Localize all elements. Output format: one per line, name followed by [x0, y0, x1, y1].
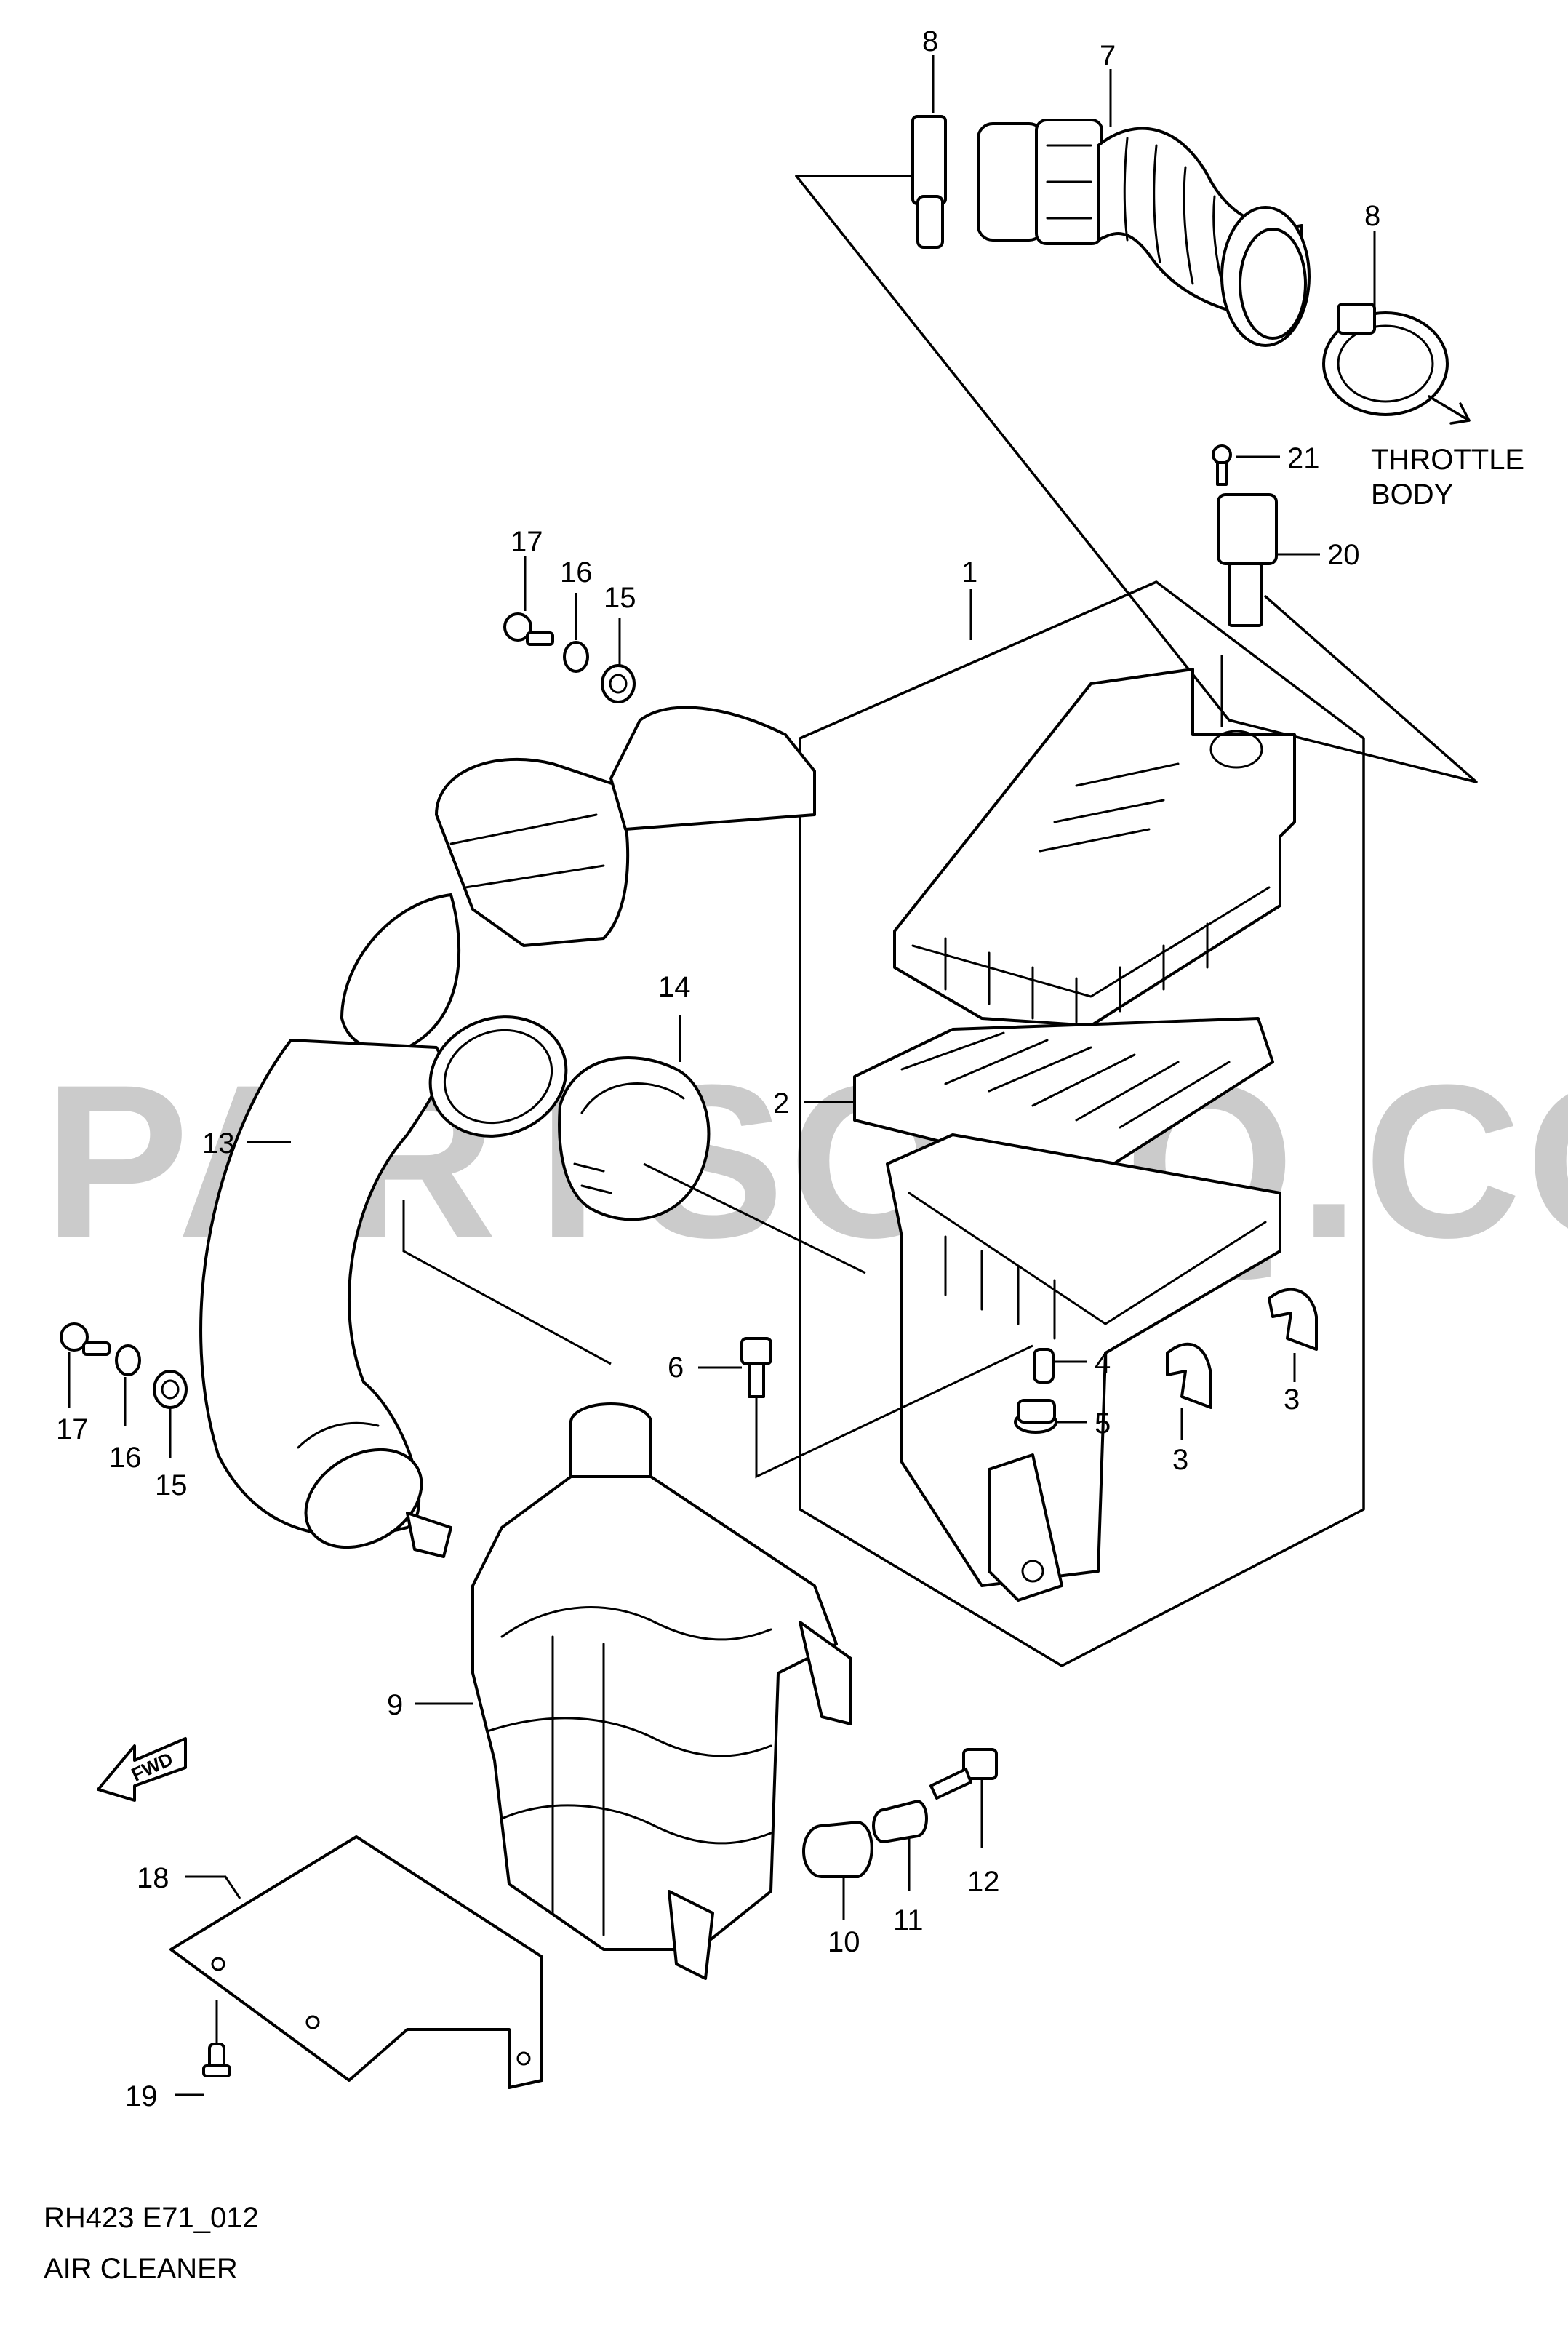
bracket-part-3-right	[1268, 1288, 1318, 1351]
hose-clamp-part-8-left	[911, 115, 947, 249]
bolt-part-17-lower	[60, 1322, 111, 1356]
diagram-code: RH423 E71_012	[44, 2202, 259, 2234]
callout-8-upper: 8	[922, 25, 938, 57]
intake-hose-part-7	[977, 119, 1311, 347]
callout-8-right: 8	[1364, 200, 1380, 232]
bolt-part-17-upper	[503, 612, 554, 646]
callout-numbers: 8 7 8 21 20 1 2 4 5 3 3 6 14 13 9 10 11 …	[56, 25, 1380, 2112]
clamp-part-14	[558, 1056, 711, 1221]
collar-part-11	[872, 1800, 928, 1843]
callout-17-lower: 17	[56, 1413, 89, 1445]
diagram-title: AIR CLEANER	[44, 2253, 238, 2285]
bush-part-15-upper	[601, 664, 636, 703]
callout-19: 19	[125, 2080, 158, 2112]
grommet-part-5	[1014, 1399, 1057, 1434]
callout-leaders	[68, 55, 1376, 2096]
callout-4: 4	[1095, 1347, 1111, 1379]
callout-13: 13	[202, 1127, 235, 1159]
cushion-part-10	[802, 1821, 873, 1878]
callout-2: 2	[773, 1087, 789, 1119]
assembly-frame-intake-hose	[795, 175, 1478, 783]
resonator-part-9	[471, 1402, 852, 1980]
callout-15-lower: 15	[155, 1469, 188, 1501]
bolt-part-12	[929, 1748, 998, 1800]
air-cleaner-case-part-1	[893, 668, 1296, 1027]
callout-7: 7	[1100, 40, 1116, 72]
cover-part-18	[169, 1835, 543, 2089]
callout-16-upper: 16	[560, 556, 593, 588]
callout-1: 1	[961, 556, 977, 588]
callout-3-right: 3	[1284, 1384, 1300, 1416]
bush-part-15-lower	[153, 1370, 188, 1409]
grommet-part-4	[1033, 1348, 1055, 1384]
throttle-body-note: THROTTLE BODY	[1371, 444, 1524, 511]
clip-part-19	[202, 2043, 231, 2077]
throttle-body-line1: THROTTLE	[1371, 444, 1524, 476]
callout-12: 12	[967, 1866, 1000, 1898]
callout-18: 18	[137, 1862, 169, 1894]
callout-10: 10	[828, 1926, 860, 1958]
fwd-arrow-icon: FWD	[97, 1737, 187, 1802]
screw-part-21	[1212, 444, 1232, 486]
throttle-body-arrow-icon	[1428, 395, 1471, 425]
washer-part-16-lower	[115, 1344, 141, 1376]
callout-14: 14	[658, 971, 691, 1003]
seal-ring	[428, 1015, 568, 1138]
callout-6: 6	[668, 1352, 684, 1384]
callout-9: 9	[387, 1689, 403, 1721]
bolt-part-6	[740, 1337, 772, 1398]
callout-16-lower: 16	[109, 1442, 142, 1474]
inlet-duct-part-13	[199, 706, 816, 1558]
washer-part-16-upper	[563, 641, 589, 673]
assembly-frame-air-cleaner	[799, 580, 1365, 1667]
callout-21: 21	[1287, 442, 1320, 474]
sensor-part-20	[1217, 493, 1278, 627]
callout-20: 20	[1327, 539, 1360, 571]
hose-clamp-part-8-right	[1322, 303, 1449, 416]
air-cleaner-lower-case	[886, 1133, 1281, 1602]
assembly-guide-lines	[402, 655, 1223, 1479]
callout-15-upper: 15	[604, 582, 636, 614]
bracket-part-3-left	[1166, 1342, 1212, 1409]
callout-3-left: 3	[1172, 1444, 1188, 1476]
callout-17-upper: 17	[511, 526, 543, 558]
callout-5: 5	[1095, 1408, 1111, 1440]
callout-11: 11	[893, 1904, 924, 1936]
throttle-body-line2: BODY	[1371, 479, 1453, 511]
